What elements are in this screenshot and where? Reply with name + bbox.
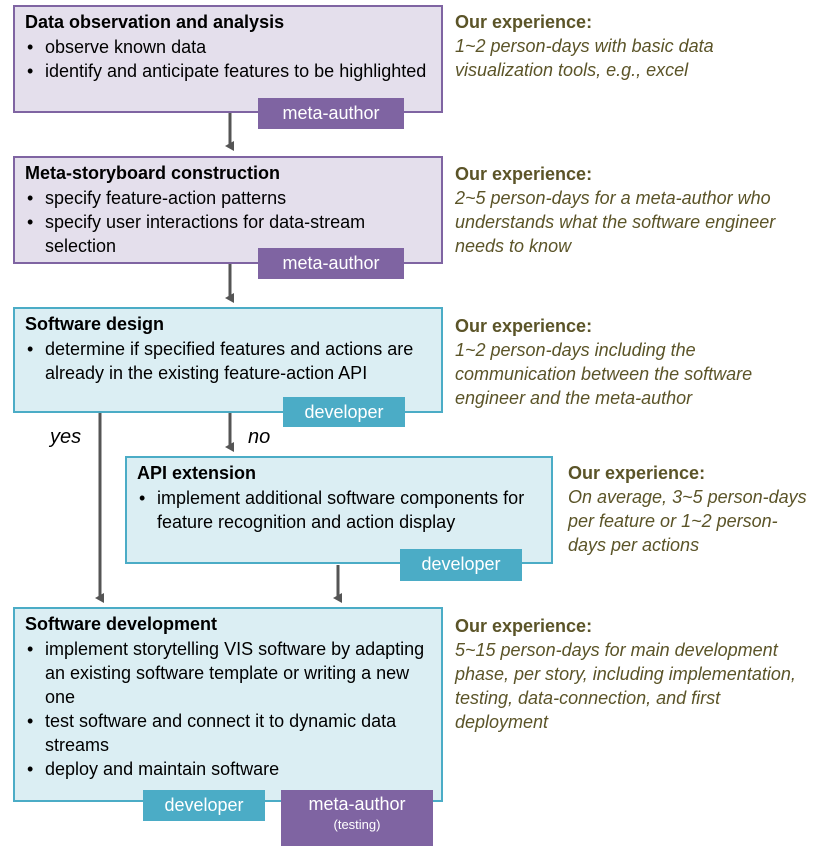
step-software-development: Software development implement storytell… <box>13 607 443 802</box>
experience-note: Our experience: 1~2 person-days includin… <box>455 314 805 410</box>
step-title: Software design <box>25 314 165 334</box>
experience-heading: Our experience: <box>568 463 706 483</box>
bullet-item: identify and anticipate features to be h… <box>27 59 433 83</box>
step-title: Software development <box>25 614 218 634</box>
bullet-item: specify user interactions for data-strea… <box>27 210 433 258</box>
role-badge-developer: developer <box>400 549 522 581</box>
step-data-observation: Data observation and analysis observe kn… <box>13 5 443 113</box>
step-title: Meta-storyboard construction <box>25 163 281 183</box>
step-title: API extension <box>137 463 257 483</box>
role-badge-developer: developer <box>143 790 265 821</box>
experience-text: 1~2 person-days with basic data visualiz… <box>455 36 714 80</box>
experience-note: Our experience: 5~15 person-days for mai… <box>455 614 811 734</box>
experience-note: Our experience: On average, 3~5 person-d… <box>568 461 808 557</box>
bullet-item: observe known data <box>27 35 433 59</box>
bullet-item: implement additional software components… <box>139 486 543 534</box>
bullet-item: deploy and maintain software <box>27 757 433 781</box>
experience-text: 5~15 person-days for main development ph… <box>455 640 796 732</box>
step-bullets: implement additional software components… <box>127 486 551 534</box>
experience-heading: Our experience: <box>455 12 593 32</box>
experience-note: Our experience: 1~2 person-days with bas… <box>455 10 795 82</box>
role-badge-developer: developer <box>283 397 405 427</box>
bullet-item: determine if specified features and acti… <box>27 337 433 385</box>
role-badge-meta-author-testing: meta-author (testing) <box>281 790 433 846</box>
bullet-item: implement storytelling VIS software by a… <box>27 637 433 709</box>
step-bullets: implement storytelling VIS software by a… <box>15 637 441 781</box>
step-bullets: observe known data identify and anticipa… <box>15 35 441 83</box>
step-bullets: specify feature-action patterns specify … <box>15 186 441 258</box>
experience-heading: Our experience: <box>455 164 593 184</box>
branch-label-no: no <box>248 426 271 448</box>
experience-text: On average, 3~5 person-days per feature … <box>568 487 807 555</box>
step-meta-storyboard: Meta-storyboard construction specify fea… <box>13 156 443 264</box>
role-badge-meta-author: meta-author <box>258 248 404 279</box>
experience-heading: Our experience: <box>455 316 593 336</box>
role-badge-meta-author: meta-author <box>258 98 404 129</box>
step-api-extension: API extension implement additional softw… <box>125 456 553 564</box>
badge-label: meta-author <box>308 794 406 814</box>
experience-text: 2~5 person-days for a meta-author who un… <box>455 188 776 256</box>
bullet-item: test software and connect it to dynamic … <box>27 709 433 757</box>
experience-heading: Our experience: <box>455 616 593 636</box>
badge-sublabel: (testing) <box>333 817 381 832</box>
experience-note: Our experience: 2~5 person-days for a me… <box>455 162 795 258</box>
step-title: Data observation and analysis <box>25 12 285 32</box>
experience-text: 1~2 person-days including the communicat… <box>455 340 753 408</box>
step-bullets: determine if specified features and acti… <box>15 337 441 385</box>
step-software-design: Software design determine if specified f… <box>13 307 443 413</box>
bullet-item: specify feature-action patterns <box>27 186 433 210</box>
branch-label-yes: yes <box>50 426 82 448</box>
